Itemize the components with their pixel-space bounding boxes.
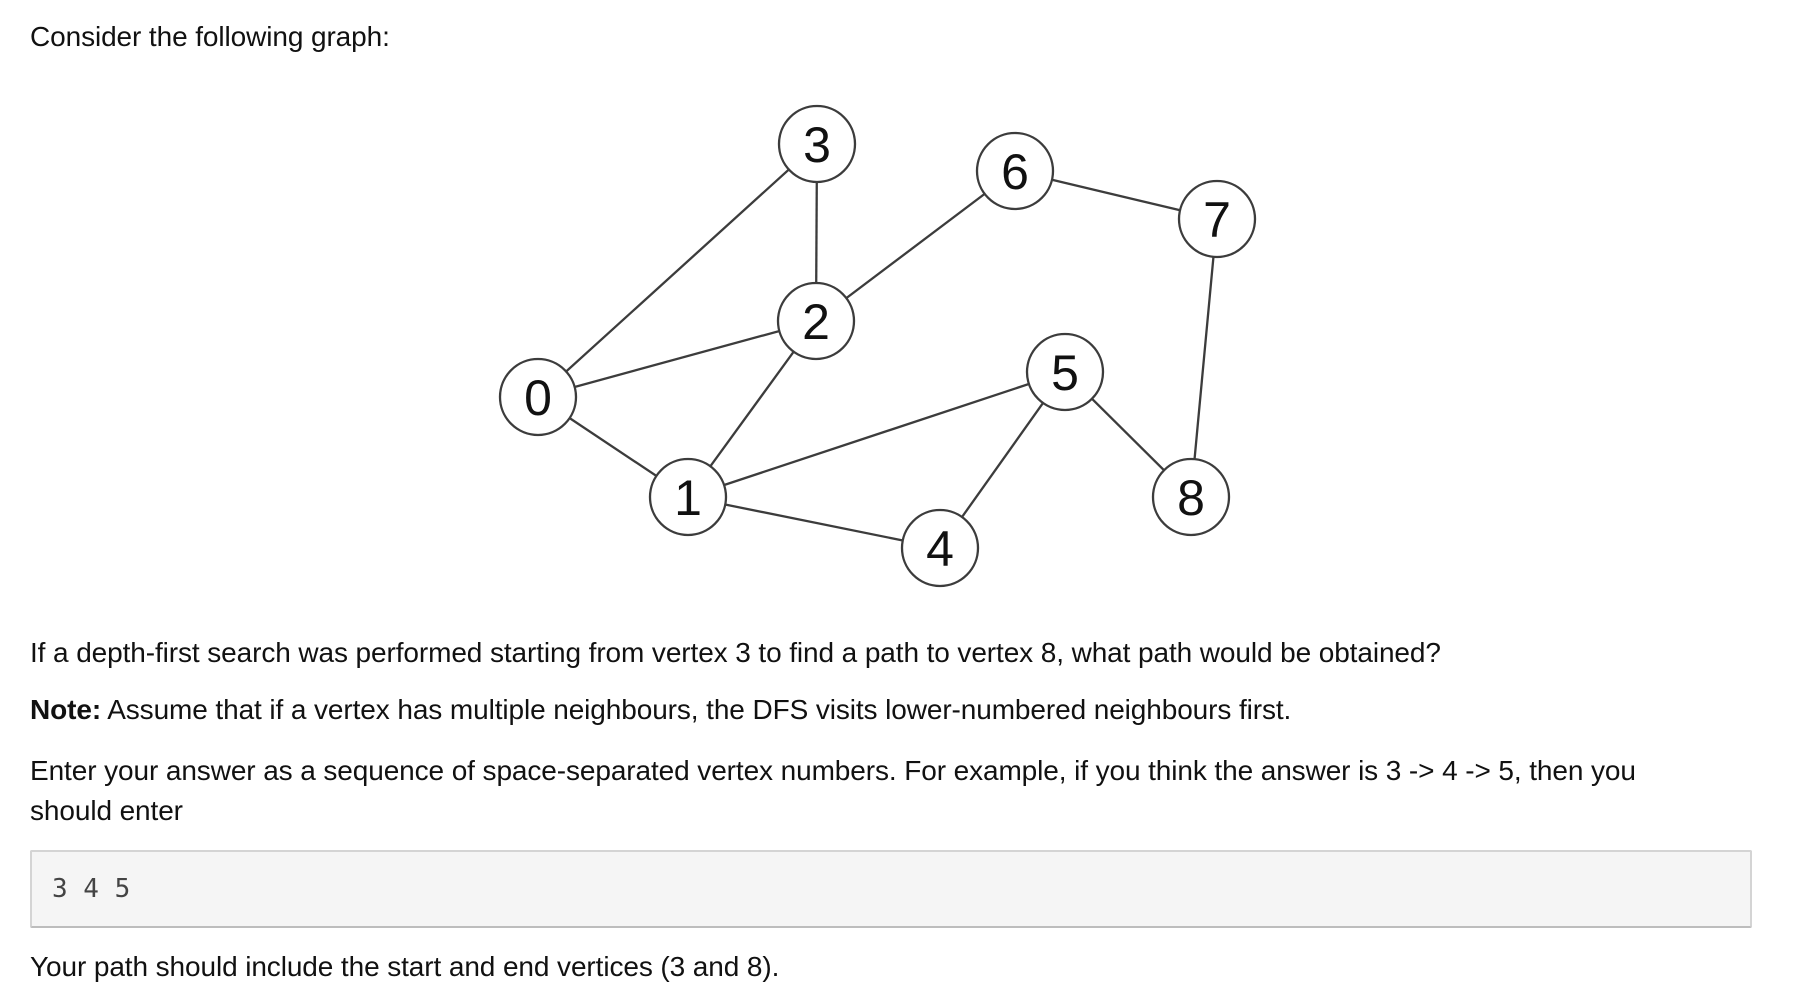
graph-node-label-4: 4 xyxy=(926,521,954,577)
question-text: If a depth-first search was performed st… xyxy=(30,637,1441,668)
graph-node-circle-1 xyxy=(648,457,728,537)
graph-diagram: 0 1 2 3 4 5 6 7 8 xyxy=(460,70,1300,630)
instructions-line-2: should enter xyxy=(30,795,183,826)
graph-node-2: 2 xyxy=(776,281,856,361)
graph-node-7: 7 xyxy=(1177,179,1257,259)
note-body: Assume that if a vertex has multiple nei… xyxy=(107,694,1292,725)
graph-node-label-8: 8 xyxy=(1177,470,1205,526)
graph-edge-1-5 xyxy=(687,370,1066,499)
graph-edge-0-3 xyxy=(537,143,818,398)
graph-edge-2-6 xyxy=(815,170,1016,322)
graph-node-1: 1 xyxy=(648,457,728,537)
graph-node-circle-7 xyxy=(1177,179,1257,259)
graph-node-circle-5 xyxy=(1025,332,1105,412)
note-label: Note: xyxy=(30,694,102,725)
graph-edge-1-4 xyxy=(687,495,941,550)
instructions-line-1: Enter your answer as a sequence of space… xyxy=(30,755,1636,786)
graph-node-label-7: 7 xyxy=(1203,192,1231,248)
graph-node-circle-6 xyxy=(975,131,1055,211)
page-title: Consider the following graph: xyxy=(30,21,390,52)
graph-node-circle-2 xyxy=(776,281,856,361)
graph-node-label-1: 1 xyxy=(674,470,702,526)
graph-node-circle-8 xyxy=(1151,457,1231,537)
answer-input[interactable] xyxy=(30,850,1752,928)
graph-svg: 0 1 2 3 4 5 6 7 8 xyxy=(498,104,1257,588)
graph-node-circle-4 xyxy=(900,508,980,588)
note-text: Note: Assume that if a vertex has multip… xyxy=(30,690,1291,730)
graph-node-label-6: 6 xyxy=(1001,144,1029,200)
instructions-text: Enter your answer as a sequence of space… xyxy=(30,751,1818,831)
graph-node-0: 0 xyxy=(498,357,578,437)
graph-node-label-5: 5 xyxy=(1051,345,1079,401)
graph-edge-0-2 xyxy=(537,319,817,399)
graph-node-5: 5 xyxy=(1025,332,1105,412)
graph-edge-7-8 xyxy=(1189,218,1219,498)
graph-node-label-0: 0 xyxy=(524,370,552,426)
graph-node-label-2: 2 xyxy=(802,294,830,350)
graph-node-3: 3 xyxy=(777,104,857,184)
graph-node-label-3: 3 xyxy=(803,117,831,173)
footer-text: Your path should include the start and e… xyxy=(30,951,780,982)
graph-node-circle-3 xyxy=(777,104,857,184)
graph-node-6: 6 xyxy=(975,131,1055,211)
graph-node-circle-0 xyxy=(498,357,578,437)
graph-node-8: 8 xyxy=(1151,457,1231,537)
graph-node-4: 4 xyxy=(900,508,980,588)
